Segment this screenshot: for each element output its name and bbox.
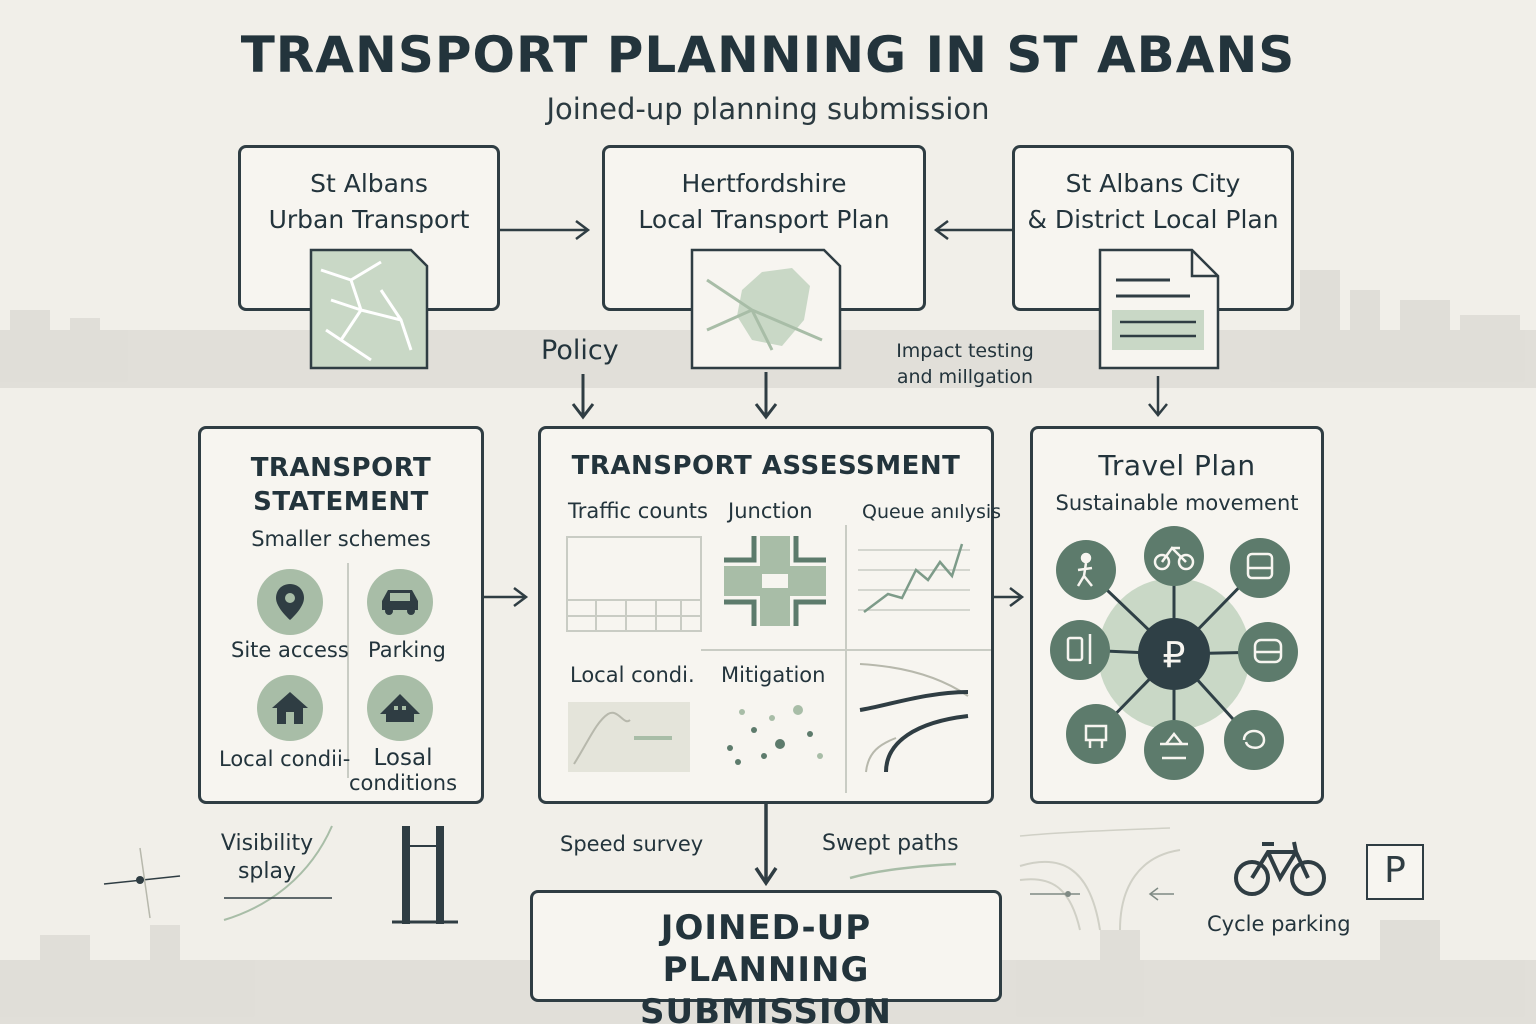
travel-plan-title: Travel Plan [1098, 449, 1256, 482]
local-conditions-panel-label: Local condi. [570, 663, 695, 687]
junction-icon [724, 536, 826, 626]
scooter-icon [1144, 720, 1204, 780]
traffic-counts-label: Traffic counts [568, 499, 708, 523]
arrow-left-icon [933, 220, 1014, 240]
house-icon [367, 675, 433, 741]
seat-icon [1066, 704, 1126, 764]
arrow-right-icon [484, 587, 529, 607]
losal-conditions-label: Losal conditions [348, 745, 458, 796]
mitigation-label: Mitigation [721, 663, 826, 687]
scatter-dots-icon [727, 705, 823, 765]
bus-stop-icon [1050, 620, 1110, 680]
divider [347, 563, 349, 778]
final-submission-card: JOINED-UP PLANNING SUBMISSION [530, 890, 1002, 1024]
page-title: TRANSPORT PLANNING IN ST ABANS [240, 26, 1296, 84]
count-grid-icon [566, 536, 702, 632]
source-title: St Albans Urban Transport [268, 169, 470, 234]
document-icon [1098, 248, 1220, 370]
arrow-down-icon [1148, 376, 1168, 417]
parking-hub-icon: ₽ [1163, 635, 1186, 676]
arrow-down-icon [571, 374, 595, 420]
visibility-splay-label: Visibility splay [220, 831, 314, 884]
cycle-parking-label: Cycle parking [1207, 912, 1351, 936]
page-subtitle: Joined-up planning submission [546, 92, 990, 126]
source-title: Hertfordshire Local Transport Plan [638, 169, 890, 234]
parking-sign-icon: P [1366, 844, 1424, 900]
street-map-icon [309, 248, 429, 370]
parking-label: Parking [368, 638, 446, 662]
travel-modes-diagram: ₽ [1050, 526, 1298, 780]
transport-assessment-title: TRANSPORT ASSESSMENT [571, 451, 961, 481]
car-icon [367, 569, 433, 635]
site-access-label: Site access [231, 638, 349, 662]
arrow-right-icon [994, 587, 1025, 607]
bollard-icon [392, 826, 458, 924]
local-conditions-label: Local condii- [219, 747, 351, 771]
curve-lines-icon [859, 663, 969, 773]
transport-statement-title: TRANSPORT STATEMENT [250, 453, 432, 517]
cycle-parking-bicycle-icon [1234, 841, 1326, 896]
impact-testing-label: Impact testing and millgation [896, 340, 1034, 388]
county-map-icon [690, 248, 842, 370]
line-graph-icon [858, 543, 970, 613]
speed-survey-label: Speed survey [560, 832, 704, 856]
divider [845, 525, 847, 793]
visibility-splay-icon [103, 825, 333, 921]
location-pin-icon [257, 569, 323, 635]
source-title: St Albans City & District Local Plan [1027, 169, 1279, 234]
queue-analysis-label: Queue anılysis [862, 501, 1002, 523]
arrow-down-icon [754, 372, 778, 420]
bicycle-icon [1144, 526, 1204, 586]
road-layout-sketch [1019, 827, 1181, 931]
local-map-icon [568, 702, 690, 772]
taxi-icon [1224, 710, 1284, 770]
final-submission-title: JOINED-UP PLANNING SUBMISSION [640, 908, 892, 1024]
transport-statement-card: TRANSPORT STATEMENT Smaller schemes [198, 426, 484, 804]
transport-statement-subtitle: Smaller schemes [251, 527, 431, 551]
arrow-down-icon [754, 804, 778, 887]
travel-plan-subtitle: Sustainable movement [1055, 491, 1299, 515]
policy-label: Policy [541, 335, 619, 366]
divider [701, 649, 991, 651]
swept-paths-label: Swept paths [822, 831, 959, 856]
house-icon [257, 675, 323, 741]
arrow-right-icon [500, 220, 591, 240]
junction-label: Junction [728, 499, 813, 523]
swept-paths-icon [849, 862, 957, 880]
